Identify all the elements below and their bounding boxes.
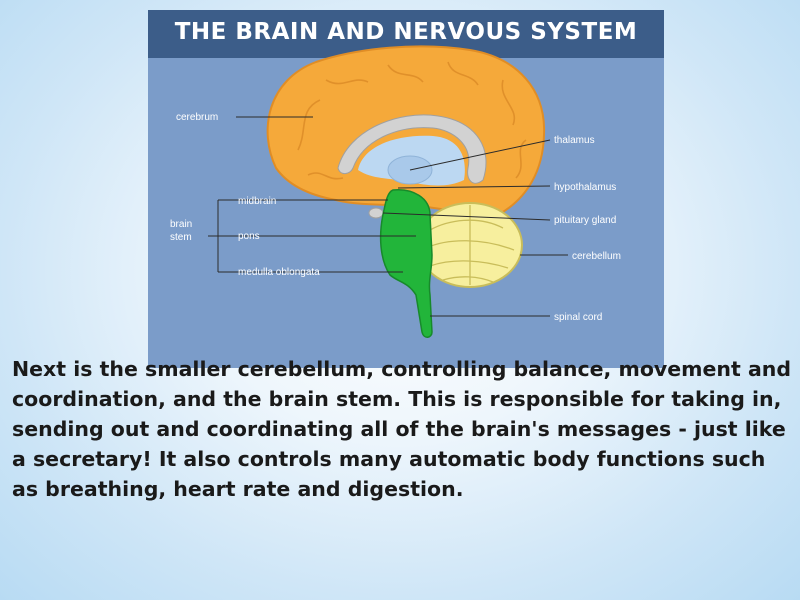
cerebrum-folds (297, 61, 527, 180)
label-medulla-oblongata: medulla oblongata (238, 267, 320, 278)
diagram-title: THE BRAIN AND NERVOUS SYSTEM (174, 19, 638, 45)
corpus-callosum-shape (337, 114, 487, 184)
label-cerebellum: cerebellum (572, 251, 621, 262)
brain-illustration: cerebrum thalamus hypothalamus pituitary… (170, 45, 621, 338)
label-pituitary-gland: pituitary gland (554, 215, 616, 226)
cerebellum-folds (425, 205, 515, 285)
label-spinal-cord: spinal cord (554, 312, 602, 323)
brain-stem-shape (379, 189, 433, 338)
label-brain-stem-1: brain (170, 219, 192, 230)
brain-diagram-figure: THE BRAIN AND NERVOUS SYSTEM (148, 10, 664, 368)
pituitary-shape (368, 207, 384, 219)
label-cerebrum: cerebrum (176, 112, 218, 123)
label-pons: pons (238, 231, 260, 242)
slide-body-text: Next is the smaller cerebellum, controll… (12, 357, 792, 501)
label-brain-stem-2: stem (170, 232, 192, 243)
label-thalamus: thalamus (554, 135, 595, 146)
leader-lines (208, 116, 568, 317)
label-hypothalamus: hypothalamus (554, 182, 616, 193)
label-midbrain: midbrain (238, 196, 276, 207)
